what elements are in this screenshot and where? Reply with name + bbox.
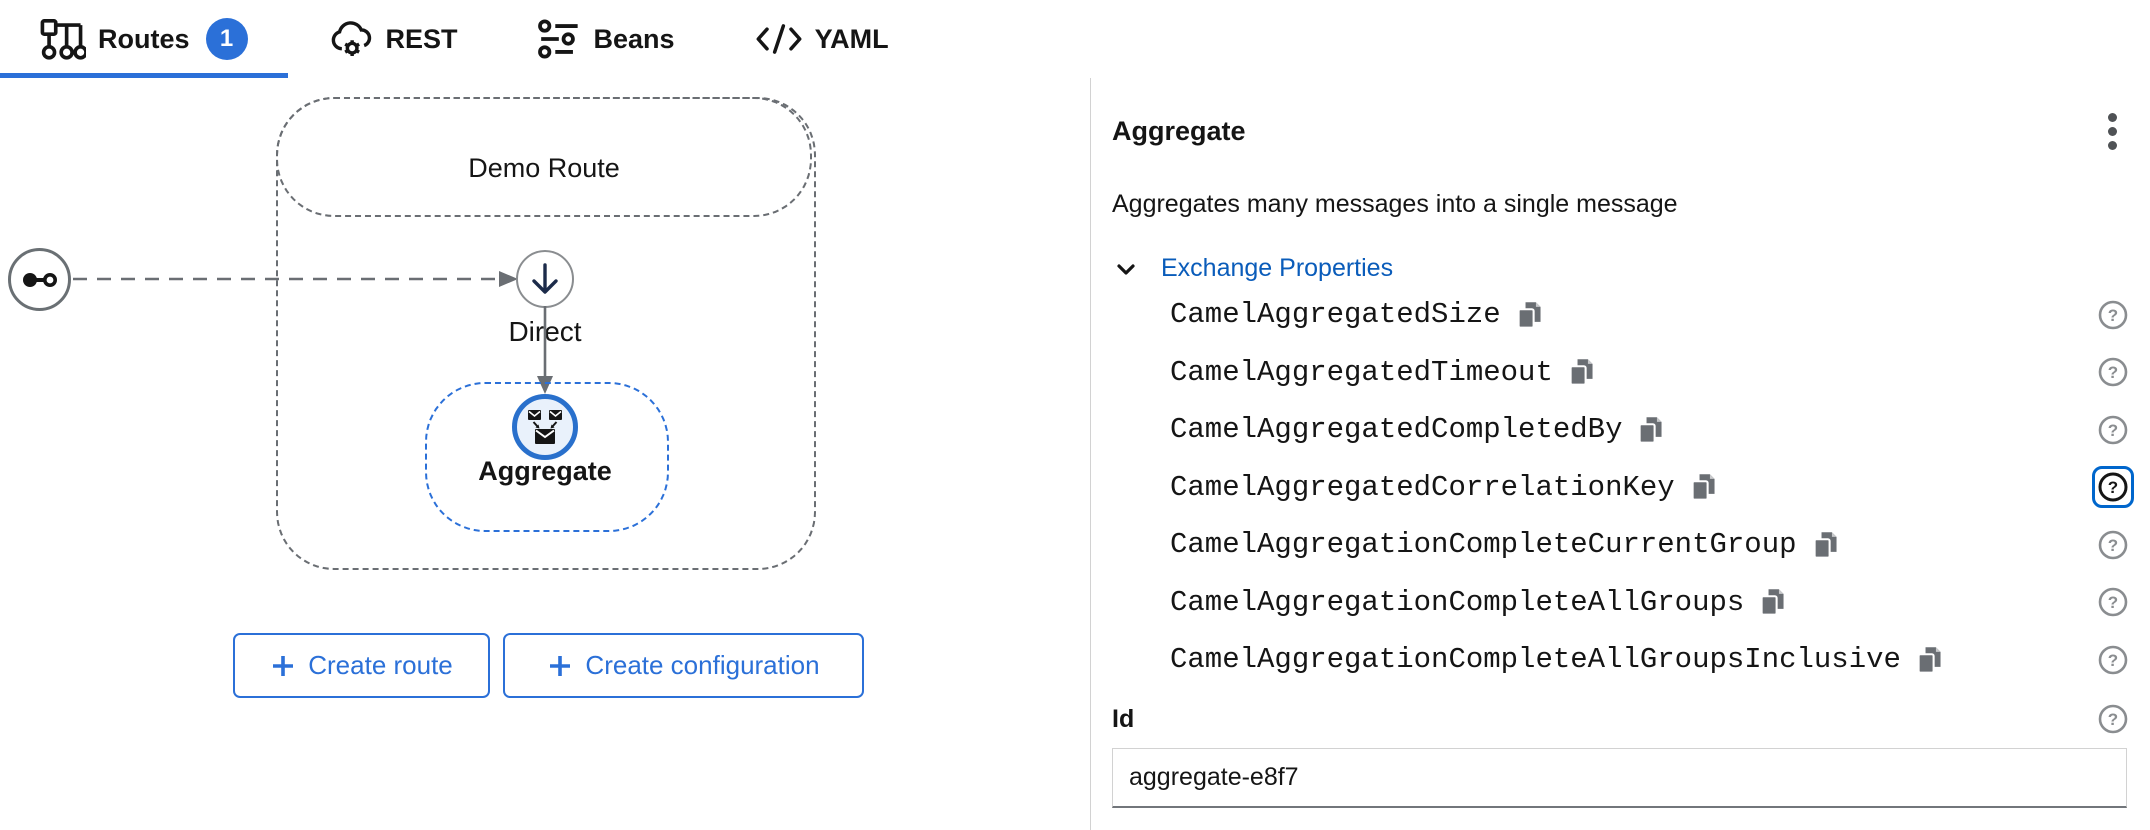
svg-text:?: ? [2108, 710, 2118, 729]
exchange-property-row: CamelAggregationCompleteAllGroups ? [1091, 574, 2150, 632]
exchange-property-name: CamelAggregatedCompletedBy [1170, 413, 1623, 447]
exchange-property-row: CamelAggregatedCompletedBy ? [1091, 401, 2150, 459]
route-container-header[interactable]: Demo Route [276, 97, 812, 217]
id-label: Id [1112, 704, 1135, 733]
svg-text:?: ? [2108, 478, 2118, 497]
copy-icon[interactable] [1758, 587, 1786, 617]
exchange-property-name: CamelAggregationCompleteAllGroupsInclusi… [1170, 643, 1901, 677]
tab-routes-label: Routes [98, 23, 190, 54]
exchange-property-row: CamelAggregationCompleteCurrentGroup ? [1091, 516, 2150, 574]
id-field-row: Id ? [1112, 698, 2134, 740]
exchange-property-name: CamelAggregatedTimeout [1170, 355, 1553, 389]
help-icon[interactable]: ? [2092, 294, 2134, 336]
help-icon[interactable]: ? [2092, 581, 2134, 623]
tab-yaml-label: YAML [814, 23, 889, 54]
plus-icon [273, 655, 294, 676]
svg-text:?: ? [2108, 421, 2118, 440]
yaml-code-icon [755, 20, 803, 58]
svg-text:?: ? [2108, 593, 2118, 612]
plus-icon [550, 655, 571, 676]
panel-header: Aggregate [1112, 112, 2134, 156]
exchange-property-row: CamelAggregatedSize ? [1091, 286, 2150, 344]
help-icon[interactable]: ? [2092, 351, 2134, 393]
tab-yaml[interactable]: YAML [715, 0, 929, 78]
exchange-property-row: CamelAggregationCompleteAllGroupsInclusi… [1091, 631, 2150, 689]
chevron-down-icon [1117, 263, 1135, 275]
flow-start-node[interactable] [8, 248, 71, 311]
aggregate-node-label: Aggregate [478, 456, 612, 486]
exchange-properties-list: CamelAggregatedSize ? CamelAggregatedTim… [1091, 286, 2150, 689]
panel-title: Aggregate [1112, 116, 1246, 146]
kebab-menu-button[interactable] [2090, 106, 2134, 156]
canvas-actions: Create route Create configuration [233, 633, 864, 698]
flow-canvas[interactable]: Demo Route Direct [0, 78, 1090, 830]
aggregate-step-group[interactable] [425, 382, 669, 532]
direct-arrow-down-icon [532, 263, 558, 294]
aggregate-icon [528, 410, 562, 444]
copy-icon[interactable] [1636, 415, 1664, 445]
routes-icon [40, 18, 86, 60]
copy-icon[interactable] [1567, 357, 1595, 387]
exchange-property-row: CamelAggregatedCorrelationKey ? [1091, 459, 2150, 517]
copy-icon[interactable] [1689, 472, 1717, 502]
svg-text:?: ? [2108, 363, 2118, 382]
direct-node[interactable] [516, 250, 574, 308]
tab-routes[interactable]: Routes 1 [0, 0, 288, 79]
tab-beans-label: Beans [593, 23, 675, 54]
help-icon[interactable]: ? [2092, 409, 2134, 451]
exchange-properties-toggle[interactable]: Exchange Properties [1115, 254, 1393, 283]
view-tabbar: Routes 1 REST [0, 0, 2150, 79]
beans-icon [537, 19, 582, 59]
connector-direct-to-aggregate [537, 306, 553, 394]
create-route-label: Create route [308, 650, 453, 680]
tab-rest[interactable]: REST [288, 0, 498, 78]
create-configuration-label: Create configuration [585, 650, 820, 680]
svg-text:?: ? [2108, 306, 2118, 325]
create-configuration-button[interactable]: Create configuration [503, 633, 864, 698]
aggregate-node[interactable] [512, 394, 578, 460]
id-input[interactable] [1112, 748, 2127, 808]
route-container-title: Demo Route [468, 152, 620, 183]
tab-beans[interactable]: Beans [498, 0, 715, 78]
help-icon[interactable]: ? [2092, 466, 2134, 509]
copy-icon[interactable] [1515, 300, 1543, 330]
help-icon[interactable]: ? [2092, 524, 2134, 566]
node-description: Aggregates many messages into a single m… [1112, 190, 1678, 218]
id-help-icon[interactable]: ? [2092, 698, 2134, 740]
copy-icon[interactable] [1915, 645, 1943, 675]
exchange-property-name: CamelAggregatedSize [1170, 298, 1501, 332]
start-icon [22, 272, 57, 287]
rest-icon [328, 19, 374, 59]
svg-text:?: ? [2108, 536, 2118, 555]
exchange-property-row: CamelAggregatedTimeout ? [1091, 344, 2150, 402]
details-panel: Aggregate Aggregates many messages into … [1090, 78, 2150, 830]
copy-icon[interactable] [1811, 530, 1839, 560]
exchange-property-name: CamelAggregationCompleteCurrentGroup [1170, 528, 1797, 562]
exchange-properties-link[interactable]: Exchange Properties [1161, 254, 1394, 282]
exchange-property-name: CamelAggregationCompleteAllGroups [1170, 585, 1745, 619]
help-icon[interactable]: ? [2092, 639, 2134, 681]
create-route-button[interactable]: Create route [233, 633, 490, 698]
exchange-property-name: CamelAggregatedCorrelationKey [1170, 470, 1675, 504]
svg-text:?: ? [2108, 651, 2118, 670]
routes-count-badge: 1 [205, 18, 248, 60]
tab-rest-label: REST [385, 23, 458, 54]
kebab-icon [2107, 112, 2117, 122]
connector-start-to-direct [73, 271, 518, 287]
